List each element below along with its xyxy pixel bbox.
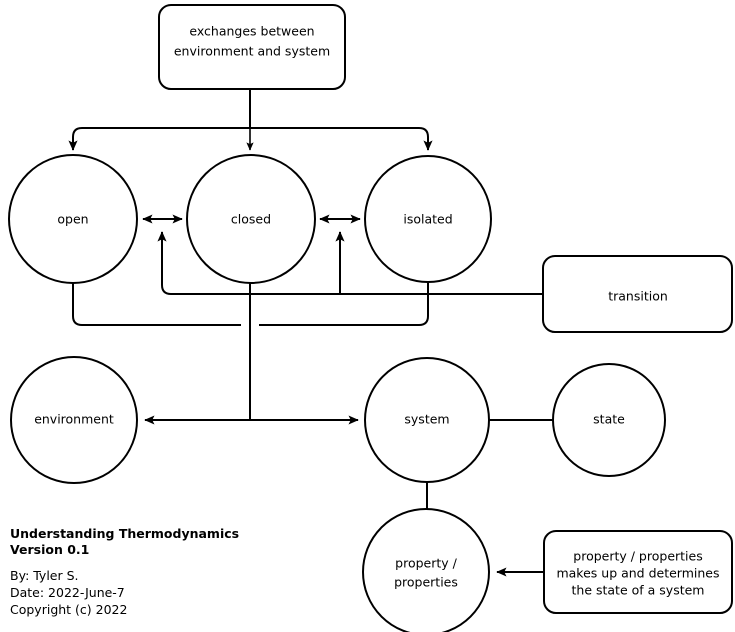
node-environment[interactable]: environment (10, 356, 138, 484)
node-exchanges-box[interactable]: exchanges between environment and system (158, 4, 346, 90)
credits-block: Understanding Thermodynamics Version 0.1… (10, 526, 239, 617)
node-property[interactable]: property / properties (362, 508, 490, 632)
connector-exchanges-branch (68, 88, 433, 151)
property-note-line2: makes up and determines (556, 566, 719, 581)
environment-label: environment (34, 412, 114, 427)
transition-label: transition (608, 289, 668, 304)
state-label: state (593, 412, 625, 427)
node-state[interactable]: state (552, 363, 666, 477)
system-label: system (404, 412, 449, 427)
property-note-line3: the state of a system (572, 583, 705, 598)
property-label-line1: property / (395, 556, 457, 571)
connector-bus-to-split (144, 325, 359, 425)
connector-transition-open-closed (157, 231, 543, 295)
closed-label: closed (231, 212, 271, 227)
node-transition[interactable]: transition (542, 255, 733, 333)
connector-isolated-to-bus (259, 283, 429, 326)
node-closed[interactable]: closed (186, 154, 316, 284)
credits-date: Date: 2022-June-7 (10, 585, 125, 600)
open-label: open (57, 212, 88, 227)
property-label-line2: properties (394, 575, 458, 590)
isolated-label: isolated (403, 212, 452, 227)
connector-open-to-bus (72, 283, 241, 326)
credits-version: Version 0.1 (10, 542, 89, 557)
node-system[interactable]: system (364, 357, 490, 483)
node-property-note[interactable]: property / properties makes up and deter… (543, 530, 733, 614)
connector-transition-closed-isolated (335, 231, 543, 295)
node-open[interactable]: open (8, 154, 138, 284)
credits-author: By: Tyler S. (10, 568, 79, 583)
property-note-line1: property / properties (573, 549, 702, 564)
exchanges-box-label-line2: environment and system (174, 44, 330, 59)
node-isolated[interactable]: isolated (364, 155, 492, 283)
credits-copyright: Copyright (c) 2022 (10, 602, 127, 617)
credits-title: Understanding Thermodynamics (10, 526, 239, 541)
exchanges-box-label-line1: exchanges between (189, 24, 314, 39)
